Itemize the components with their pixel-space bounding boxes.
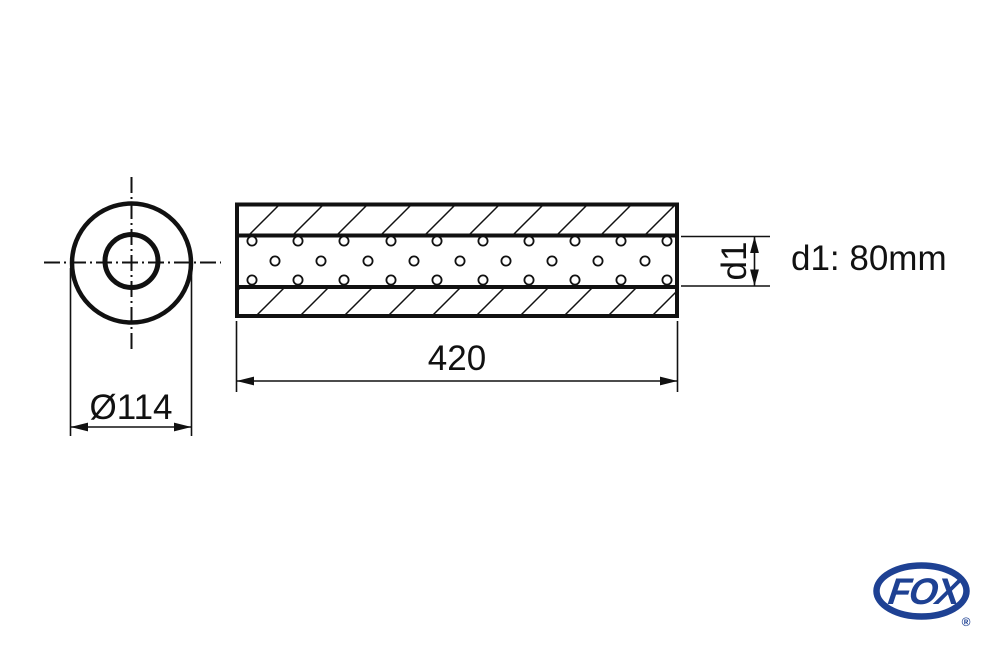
perforation-hole: [615, 274, 627, 286]
d1-spec-label: d1: 80mm: [791, 239, 947, 278]
fox-logo-ellipse: [873, 562, 970, 620]
perforation-hole: [639, 255, 651, 267]
side-view: [235, 202, 679, 318]
fox-logo: FOX ®: [873, 562, 971, 629]
length-dimension: 420: [235, 321, 679, 392]
perforation-hole: [292, 274, 304, 286]
d1-dimension-label: d1: [715, 242, 754, 281]
perforation-hole: [246, 274, 258, 286]
bottom-wall-hatch: [237, 288, 677, 316]
perforation-hole: [546, 255, 558, 267]
dimension-arrow-left-icon: [70, 422, 88, 432]
perforation-hole: [569, 235, 581, 247]
perforation-row-bottom: [246, 274, 673, 286]
perforation-hole: [338, 274, 350, 286]
perforation-hole: [661, 274, 673, 286]
perforation-hole: [338, 235, 350, 247]
perforation-hole: [592, 255, 604, 267]
front-view-outer-circle: [69, 201, 194, 325]
cylinder-outline: [235, 202, 679, 318]
perforation-hole: [500, 255, 512, 267]
dimension-arrow-right-icon: [660, 376, 678, 386]
perforation-row-middle: [269, 255, 651, 267]
perforation-hole: [315, 255, 327, 267]
perforation-hole: [292, 235, 304, 247]
perforation-hole: [661, 235, 673, 247]
perforation-hole: [269, 255, 281, 267]
perforation-hole: [362, 255, 374, 267]
dimension-arrow-up-icon: [750, 236, 759, 253]
diameter-dimension-label: Ø114: [89, 388, 172, 427]
dimension-arrow-left-icon: [236, 376, 254, 386]
perforation-hole: [385, 235, 397, 247]
perforation-pattern: [246, 235, 673, 286]
front-view-inner-circle: [102, 232, 161, 290]
diameter-dimension: Ø114: [69, 268, 193, 436]
perforation-hole: [615, 235, 627, 247]
perforation-row-top: [246, 235, 673, 247]
perforation-hole: [431, 235, 443, 247]
dimension-arrow-down-icon: [750, 269, 759, 286]
perforation-hole: [454, 255, 466, 267]
perforation-hole: [431, 274, 443, 286]
perforation-hole: [477, 235, 489, 247]
perforation-hole: [523, 274, 535, 286]
front-view: Ø114: [44, 177, 221, 436]
length-dimension-label: 420: [428, 339, 486, 378]
perforation-hole: [408, 255, 420, 267]
top-wall-hatch: [237, 206, 677, 234]
perforation-hole: [477, 274, 489, 286]
dimension-arrow-right-icon: [174, 422, 192, 432]
perforation-hole: [385, 274, 397, 286]
fox-logo-text: FOX: [886, 570, 966, 612]
perforation-hole: [246, 235, 258, 247]
registered-trademark-icon: ®: [962, 615, 971, 629]
d1-dimension: d1: [681, 235, 770, 287]
perforation-hole: [523, 235, 535, 247]
perforation-hole: [569, 274, 581, 286]
